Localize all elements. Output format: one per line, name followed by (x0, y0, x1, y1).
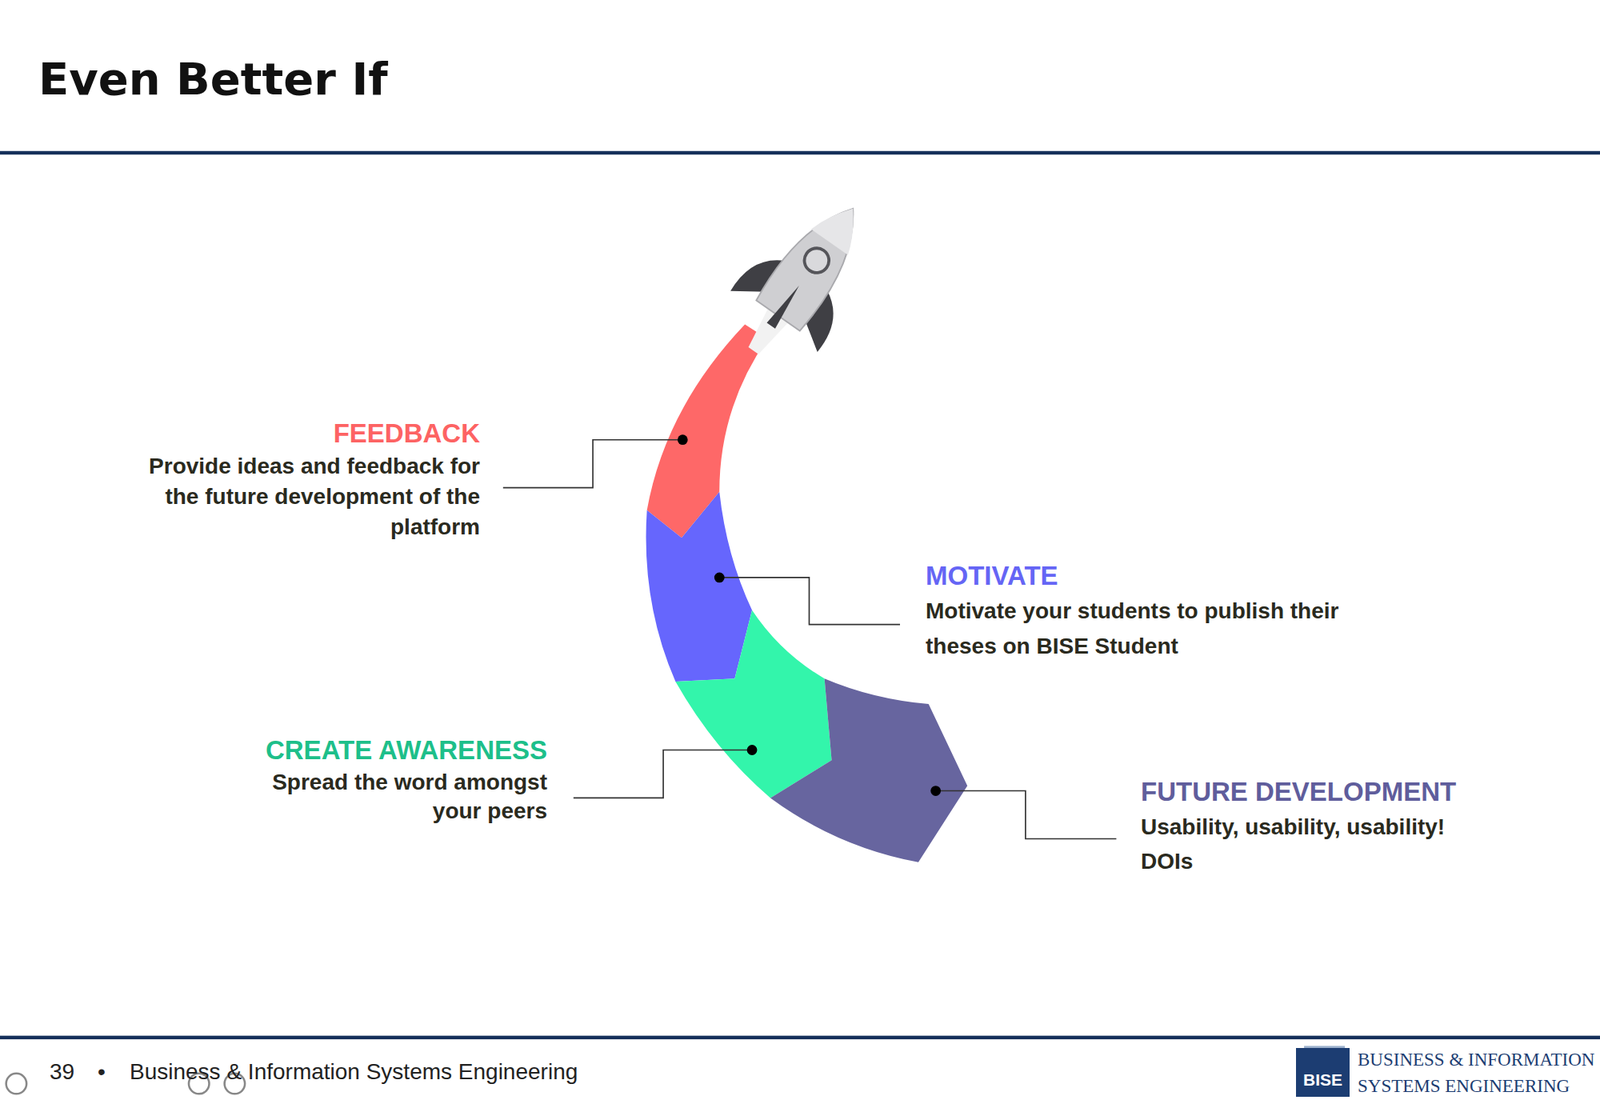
leader-line (719, 577, 900, 625)
slide-title: Even Better If (38, 52, 388, 105)
callout-body: Motivate your students to publish their … (925, 593, 1350, 664)
callout-heading: FEEDBACK (120, 417, 480, 450)
callout-heading: CREATE AWARENESS (227, 734, 548, 767)
header-rule (0, 151, 1600, 155)
toolbar-icon (6, 1073, 28, 1095)
leader-dot (747, 744, 758, 756)
rocket-window (800, 243, 835, 278)
logo-text: BUSINESS & INFORMATION (1357, 1049, 1595, 1071)
leader-dots (677, 434, 941, 796)
slide-number: 39 (49, 1059, 75, 1085)
callout-body: Spread the word amongst your peers (227, 768, 548, 826)
trail-segment (646, 492, 753, 682)
footer-text: Business & Information Systems Engineeri… (129, 1059, 578, 1085)
rocket-nose (811, 196, 872, 256)
rocket-body (754, 192, 876, 332)
callout: FUTURE DEVELOPMENTUsability, usability, … (1140, 776, 1589, 879)
trail-segment (675, 610, 832, 799)
logo-box: BISE (1296, 1048, 1350, 1097)
callout: MOTIVATEMotivate your students to publis… (925, 560, 1350, 664)
leader-line (936, 791, 1117, 840)
rocket-fin (767, 282, 804, 328)
trail-segment (647, 324, 768, 539)
trail-segment (770, 678, 968, 863)
logo-text: SYSTEMS ENGINEERING (1357, 1076, 1570, 1097)
callout-body: DOIs (1140, 844, 1589, 879)
callout: CREATE AWARENESSSpread the word amongst … (227, 734, 548, 826)
callout-body: Provide ideas and feedback for the futur… (120, 451, 480, 543)
logo-text: BISE (1296, 1048, 1350, 1090)
leader-line (573, 750, 752, 799)
callout-body: Usability, usability, usability! (1140, 809, 1589, 844)
leader-dot (714, 572, 725, 584)
leader-line (503, 440, 683, 488)
leader-dot (930, 785, 941, 796)
footer-bullet: • (97, 1059, 106, 1085)
footer-rule (0, 1036, 1600, 1040)
callout-heading: MOTIVATE (925, 560, 1350, 592)
callout-heading: FUTURE DEVELOPMENT (1140, 776, 1589, 808)
leader-dot (677, 434, 688, 445)
callout: FEEDBACKProvide ideas and feedback for t… (120, 417, 480, 543)
rocket (709, 178, 897, 382)
